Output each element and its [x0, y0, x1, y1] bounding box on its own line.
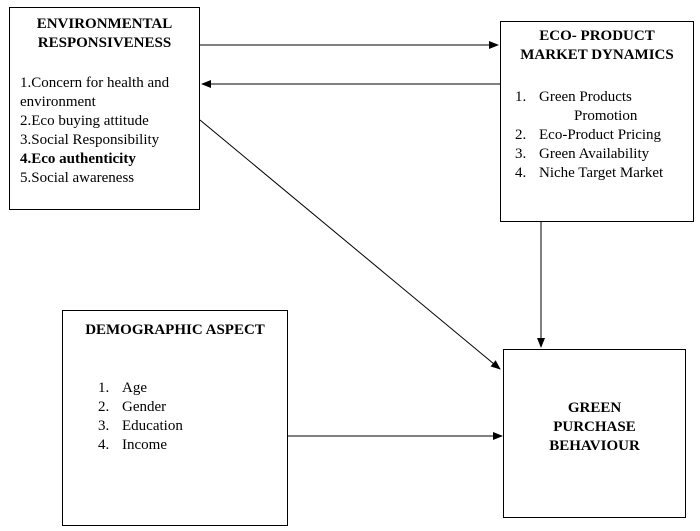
env-responsiveness-box: ENVIRONMENTAL RESPONSIVENESS 1.Concern f…: [9, 7, 200, 210]
env-item-1-cont: environment: [20, 94, 96, 110]
demo-item-1-text: Age: [122, 380, 147, 396]
eco-title-line1: ECO- PRODUCT: [539, 28, 655, 44]
green-title-line1: GREEN: [567, 400, 622, 416]
green-title: GREEN PURCHASE BEHAVIOUR: [504, 399, 685, 456]
green-title-line2: PURCHASE: [553, 419, 636, 435]
env-item-3: 3.Social Responsibility: [20, 132, 160, 148]
demo-title: DEMOGRAPHIC ASPECT: [85, 322, 265, 338]
eco-title: ECO- PRODUCT MARKET DYNAMICS: [501, 27, 693, 65]
eco-item-4-text: Niche Target Market: [539, 165, 664, 181]
eco-item-2-num: 2.: [515, 127, 527, 143]
env-item-1: 1.Concern for health and: [20, 75, 170, 91]
demo-item-1-num: 1.: [98, 380, 110, 396]
eco-item-1-cont: Promotion: [574, 108, 638, 124]
demo-item-3-num: 3.: [98, 418, 110, 434]
env-title-line1: ENVIRONMENTAL: [36, 16, 173, 32]
eco-item-4-num: 4.: [515, 165, 527, 181]
demo-item-3-text: Education: [122, 418, 183, 434]
demo-item-2-text: Gender: [122, 399, 167, 415]
demo-item-2-num: 2.: [98, 399, 110, 415]
arrow-env-to-green: [199, 119, 501, 370]
eco-market-box: ECO- PRODUCT MARKET DYNAMICS 1. Green Pr…: [500, 21, 694, 222]
demo-item-4-num: 4.: [98, 437, 110, 453]
env-title: ENVIRONMENTAL RESPONSIVENESS: [10, 15, 199, 53]
demo-item-4-text: Income: [122, 437, 167, 453]
green-purchase-box: GREEN PURCHASE BEHAVIOUR: [503, 349, 686, 518]
eco-item-2-text: Eco-Product Pricing: [539, 127, 662, 143]
demographic-box: DEMOGRAPHIC ASPECT 1. Age 2. Gender 3. E…: [62, 310, 288, 526]
eco-item-1-text: Green Products: [539, 89, 632, 105]
env-item-4: 4.Eco authenticity: [20, 151, 136, 167]
eco-item-1-num: 1.: [515, 89, 527, 105]
env-title-line2: RESPONSIVENESS: [37, 35, 172, 51]
eco-item-3-text: Green Availability: [539, 146, 650, 162]
green-title-line3: BEHAVIOUR: [549, 438, 640, 454]
env-item-5: 5.Social awareness: [20, 170, 135, 186]
eco-title-line2: MARKET DYNAMICS: [520, 47, 674, 63]
eco-item-3-num: 3.: [515, 146, 527, 162]
env-item-2: 2.Eco buying attitude: [20, 113, 149, 129]
